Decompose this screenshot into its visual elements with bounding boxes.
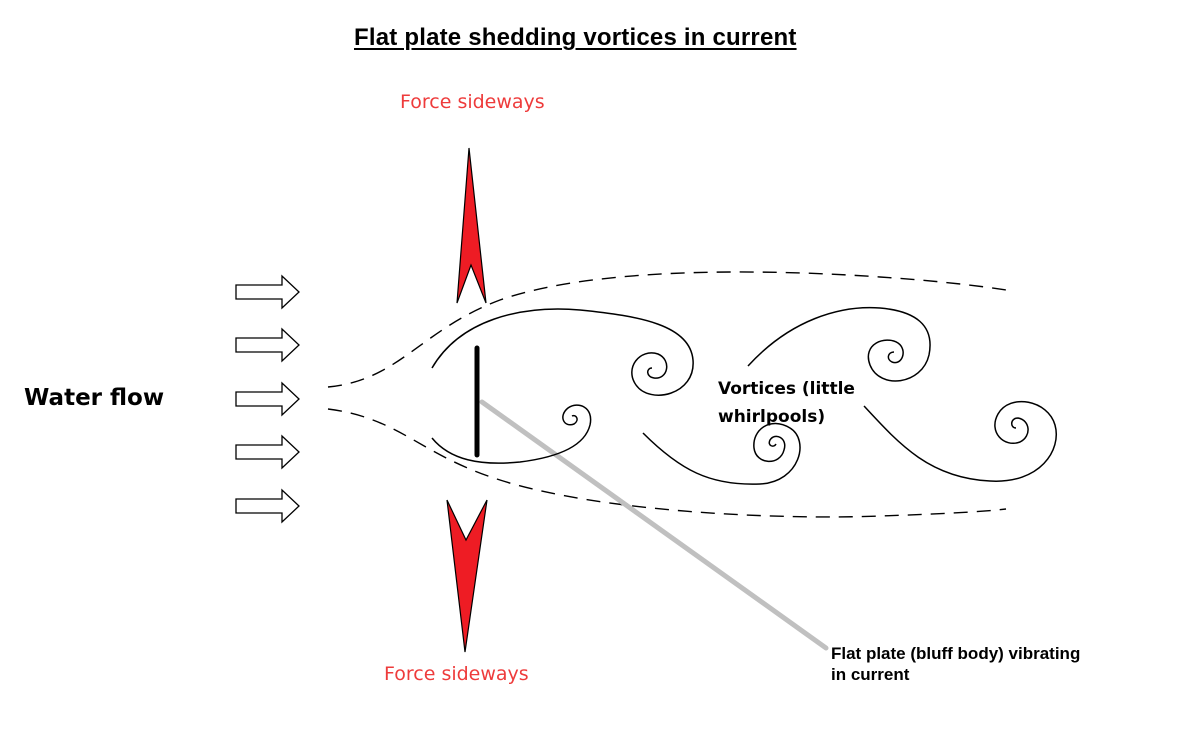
diagram-title: Flat plate shedding vortices in current — [354, 24, 797, 51]
vortex-lower-1 — [431, 404, 592, 464]
vortices-label: Vortices (little whirlpools) — [718, 375, 878, 431]
flow-arrow-icon — [235, 434, 300, 470]
flow-arrow-icon — [235, 381, 300, 417]
force-label-bottom: Force sideways — [384, 663, 529, 685]
flow-arrow-icon — [235, 327, 300, 363]
vortex-upper-1 — [431, 308, 694, 396]
plate-leader-line — [479, 399, 829, 651]
force-label-top: Force sideways — [400, 91, 545, 113]
vortices-label-line2: whirlpools) — [718, 407, 826, 427]
flow-arrow-icon — [235, 274, 300, 310]
vortex-lower-3 — [863, 400, 1057, 482]
flow-arrows — [235, 274, 300, 524]
plate-label-line2: in current — [831, 665, 910, 684]
plate-label-line1: Flat plate (bluff body) vibrating — [831, 644, 1081, 663]
vortex-upper-2 — [747, 306, 931, 382]
force-arrow-down-icon — [446, 499, 488, 653]
streamline-lower — [327, 408, 1007, 518]
vortex-lower-2 — [642, 422, 801, 485]
force-arrow-up-icon — [456, 147, 487, 304]
flow-arrow-icon — [235, 488, 300, 524]
vortices-label-line1: Vortices (little — [718, 379, 855, 399]
plate-label: Flat plate (bluff body) vibrating in cur… — [831, 643, 1131, 685]
streamline-upper — [327, 271, 1007, 388]
water-flow-label: Water flow — [24, 385, 165, 411]
